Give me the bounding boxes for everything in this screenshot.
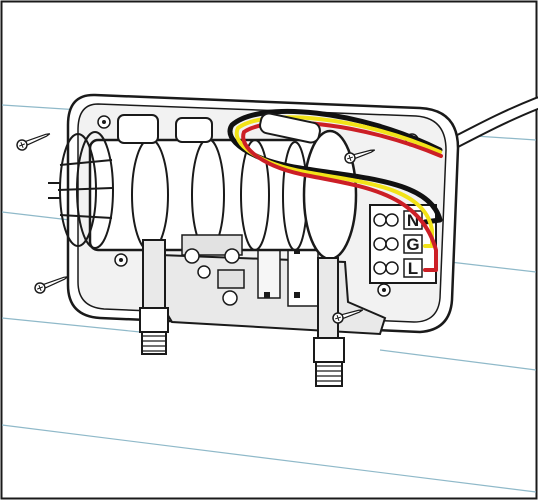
terminal-label-ground: G <box>406 235 419 254</box>
screw-icon <box>344 149 376 164</box>
screw-icon <box>16 133 51 151</box>
screw-icon <box>34 276 69 294</box>
pipe-fitting-icon <box>139 239 169 355</box>
pipe-fitting-icon <box>313 257 345 387</box>
screw-icon <box>332 309 364 324</box>
internal-components <box>181 234 245 306</box>
terminal-label-live: L <box>408 259 418 278</box>
wiring <box>227 108 443 272</box>
